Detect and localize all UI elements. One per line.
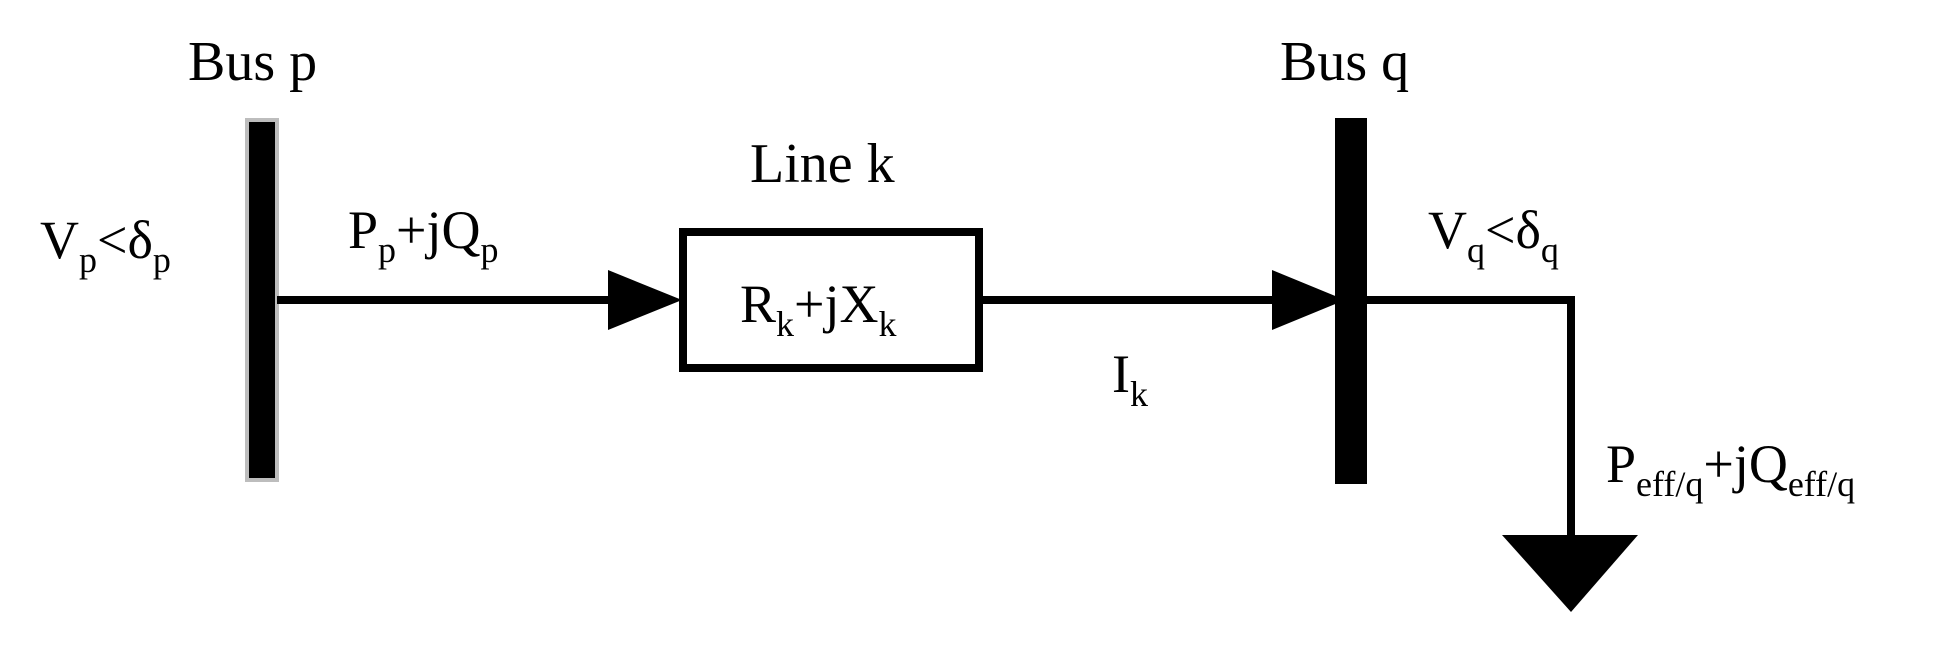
line-current: Ik [1112,344,1148,414]
impedance-box [679,228,983,372]
bus-q-title: Bus q [1280,31,1409,93]
load-feeder [1367,296,1575,540]
bus-q-voltage: Vq<δq [1428,200,1559,270]
load-arrow [1502,535,1638,612]
bus-p-voltage: Vp<δp [40,210,171,280]
bus-q-load: Peff/q+jQeff/q [1606,434,1855,504]
bus-p-title: Bus p [188,31,317,93]
bus-p-power: Pp+jQp [348,200,499,270]
current-arrow [1272,270,1345,330]
bus-p-bar [245,118,279,482]
power-flow-arrow [608,270,682,330]
line-title: Line k [750,133,895,195]
line-impedance: Rk+jXk [740,274,897,344]
